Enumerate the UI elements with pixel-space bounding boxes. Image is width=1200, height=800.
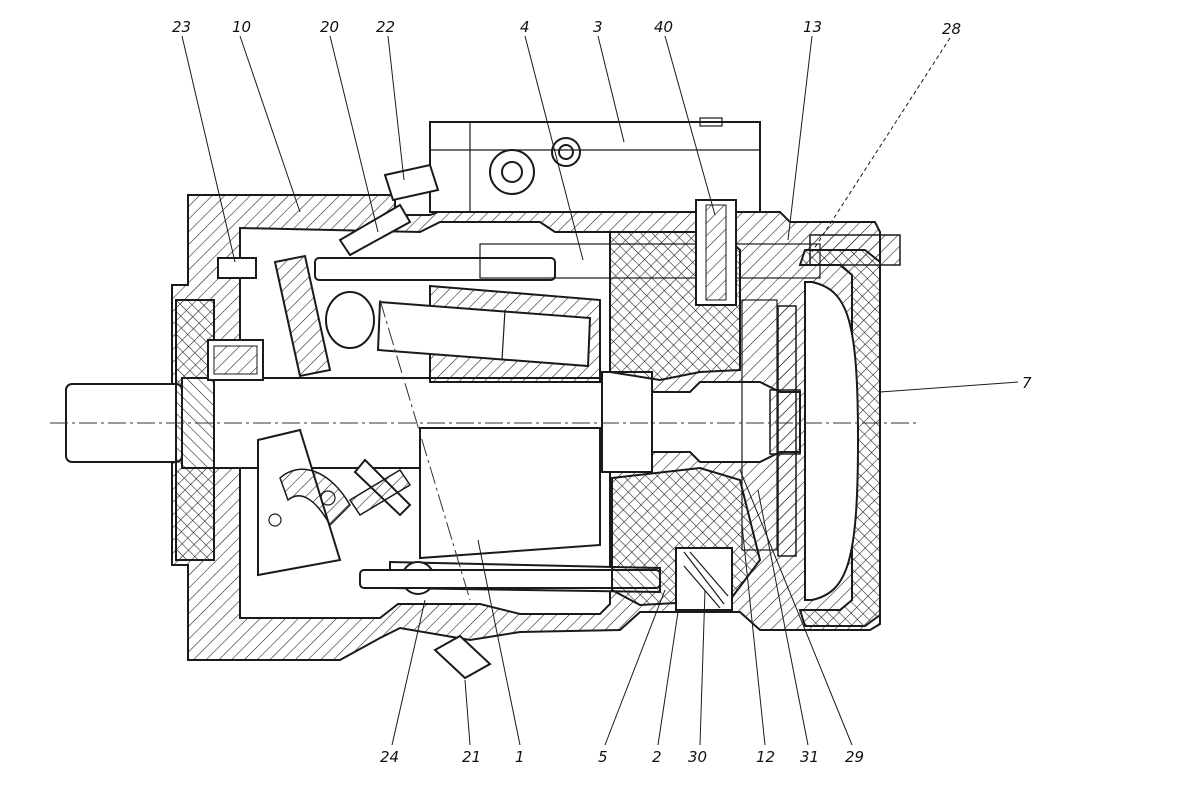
stroking-rods <box>314 234 901 589</box>
callout-2: 2 <box>652 748 662 766</box>
bolts <box>217 163 492 680</box>
leader-lines <box>181 35 1019 746</box>
callout-20: 20 <box>320 18 339 36</box>
callout-4: 4 <box>520 18 530 36</box>
bolt-21 <box>433 634 492 680</box>
callout-21: 21 <box>462 748 481 766</box>
callout-29: 29 <box>845 748 864 766</box>
callout-24: 24 <box>380 748 399 766</box>
callout-1: 1 <box>515 748 525 766</box>
end-bolt <box>809 234 901 266</box>
callout-22: 22 <box>376 18 395 36</box>
callout-7: 7 <box>1022 374 1032 392</box>
callout-13: 13 <box>803 18 822 36</box>
callout-12: 12 <box>756 748 775 766</box>
swash-plate <box>257 254 351 577</box>
valve-plate <box>609 199 797 611</box>
control-port-nut <box>489 149 535 195</box>
callout-30: 30 <box>688 748 707 766</box>
front-flange <box>175 299 264 561</box>
bolt-23 <box>217 257 257 279</box>
callout-3: 3 <box>593 18 603 36</box>
end-cover-cavity <box>804 281 860 601</box>
callout-23: 23 <box>172 18 191 36</box>
control-port-plug <box>551 137 581 167</box>
callout-labels: 23 10 20 22 4 3 40 13 28 7 24 21 1 5 2 3… <box>172 18 1032 766</box>
cylinder-barrel <box>419 427 601 560</box>
bolt-22 <box>383 163 440 202</box>
callout-28: 28 <box>942 20 961 38</box>
callout-5: 5 <box>598 748 608 766</box>
callout-10: 10 <box>232 18 251 36</box>
spring-30 <box>675 547 733 611</box>
piston-upper <box>376 300 592 368</box>
callout-31: 31 <box>800 748 819 766</box>
callout-40: 40 <box>654 18 673 36</box>
